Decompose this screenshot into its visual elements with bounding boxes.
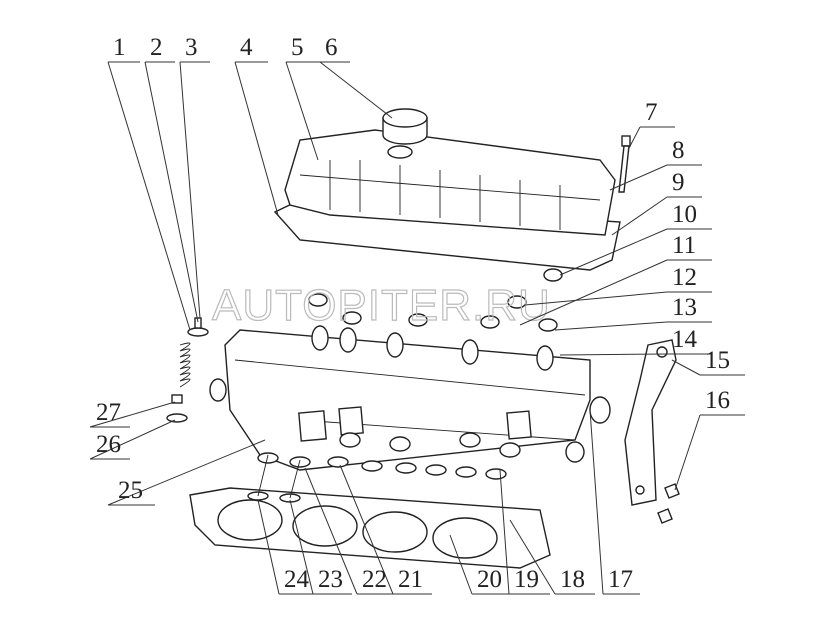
callout-13: 13 [554, 294, 712, 331]
callout-number: 26 [96, 431, 121, 458]
leader-line [559, 353, 668, 356]
callout-number: 16 [705, 387, 730, 414]
leader-line [319, 61, 393, 119]
leader-line [671, 359, 701, 376]
leader-line [554, 321, 668, 331]
callout-number: 11 [672, 232, 696, 259]
callout-23: 23 [289, 499, 352, 595]
callout-number: 3 [185, 34, 198, 61]
leader-line [179, 61, 201, 319]
watermark: AUTOPITER.RU [212, 281, 551, 330]
leader-line [499, 469, 510, 595]
leader-line [449, 534, 473, 595]
leader-line [611, 196, 668, 236]
leader-line [234, 61, 279, 216]
callout-16: 16 [674, 387, 745, 491]
valve-cover-ribs [299, 160, 601, 230]
callout-number: 27 [96, 399, 121, 426]
callout-number: 2 [150, 34, 163, 61]
callout-8: 8 [609, 137, 702, 191]
leader-line [144, 61, 199, 323]
callout-number: 8 [672, 137, 685, 164]
callout-number: 10 [672, 201, 697, 228]
valve-spring [166, 317, 209, 423]
callout-number: 15 [705, 347, 730, 374]
leader-line [285, 61, 319, 161]
callout-19: 19 [499, 469, 550, 595]
leader-line [509, 519, 556, 595]
callout-10: 10 [559, 201, 712, 276]
leader-line [609, 164, 668, 191]
callout-4: 4 [234, 34, 279, 216]
leader-line [289, 499, 314, 595]
callout-number: 14 [672, 326, 698, 353]
callout-number: 23 [318, 566, 343, 593]
callout-number: 9 [672, 169, 685, 196]
callout-18: 18 [509, 519, 595, 595]
callout-25: 25 [107, 439, 266, 506]
callout-1: 1 [107, 34, 191, 331]
callout-number: 25 [118, 477, 143, 504]
callout-9: 9 [611, 169, 702, 236]
callout-14: 14 [559, 326, 712, 356]
callout-number: 7 [645, 99, 658, 126]
leader-line [107, 439, 266, 506]
callout-number: 19 [514, 566, 539, 593]
valve-cover [284, 129, 616, 236]
callout-3: 3 [179, 34, 210, 319]
callout-20: 20 [449, 534, 510, 595]
callout-number: 1 [113, 34, 126, 61]
leader-line [257, 499, 280, 595]
callout-24: 24 [257, 499, 315, 595]
leader-line [339, 464, 394, 595]
callout-22: 22 [304, 467, 395, 595]
callout-number: 20 [477, 566, 502, 593]
plug-left [209, 378, 227, 402]
lifting-bracket [624, 339, 677, 506]
head-gasket [189, 487, 551, 569]
bracket-bolts [657, 483, 680, 524]
oil-filler-cap [382, 108, 428, 159]
callout-21: 21 [339, 464, 432, 595]
callout-number: 13 [672, 294, 697, 321]
callout-5: 5 [285, 34, 320, 161]
leader-line [559, 228, 668, 276]
leader-line [589, 409, 604, 595]
leader-line [519, 259, 668, 326]
leader-line [674, 414, 701, 491]
callout-number: 5 [291, 34, 304, 61]
callout-2: 2 [144, 34, 199, 323]
callout-17: 17 [589, 409, 640, 595]
callout-number: 22 [362, 566, 387, 593]
callout-6: 6 [319, 34, 393, 119]
callout-number: 4 [240, 34, 253, 61]
plug-14 [589, 396, 611, 424]
callout-number: 24 [284, 566, 310, 593]
callout-number: 12 [672, 264, 697, 291]
leader-line [304, 467, 358, 595]
seals-row [257, 452, 507, 480]
callout-7: 7 [627, 99, 675, 151]
callout-12: 12 [524, 264, 712, 306]
cylinder-head-details [234, 325, 586, 463]
leader-line [89, 419, 176, 460]
cover-bolt [618, 135, 631, 193]
callout-number: 17 [608, 566, 633, 593]
callout-26: 26 [89, 419, 176, 460]
leader-line [627, 126, 641, 151]
callout-11: 11 [519, 232, 712, 326]
callout-15: 15 [671, 347, 745, 376]
callout-number: 18 [560, 566, 585, 593]
injector-row [308, 268, 563, 332]
leader-line [89, 401, 176, 428]
callout-number: 6 [325, 34, 338, 61]
leader-line [524, 291, 668, 306]
callout-number: 21 [398, 566, 423, 593]
leader-line [107, 61, 191, 331]
callout-27: 27 [89, 399, 176, 428]
